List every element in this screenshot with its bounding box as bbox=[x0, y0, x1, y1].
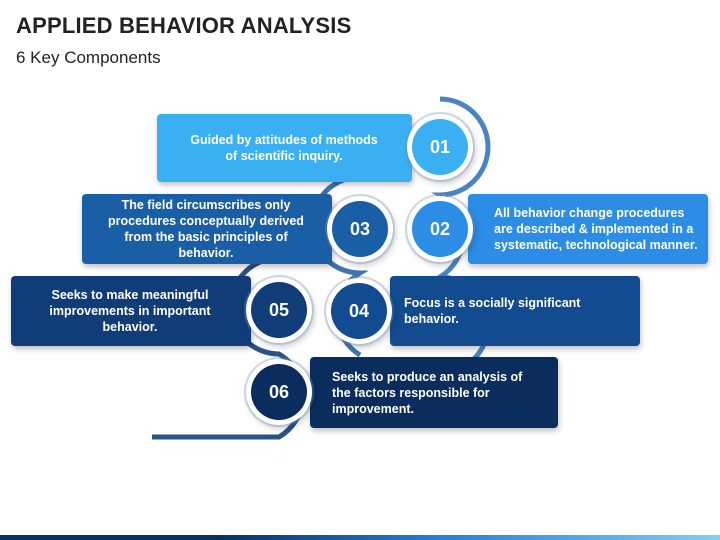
component-number-03: 03 bbox=[332, 201, 388, 257]
component-card-02: All behavior change procedures are descr… bbox=[468, 194, 708, 264]
page-title: APPLIED BEHAVIOR ANALYSIS bbox=[16, 13, 352, 38]
component-text-03: The field circumscribes only procedures … bbox=[108, 198, 304, 260]
component-number-02: 02 bbox=[412, 201, 468, 257]
component-number-04: 04 bbox=[331, 283, 387, 339]
component-card-04: Focus is a socially significant behavior… bbox=[390, 276, 640, 346]
component-card-05: Seeks to make meaningful improvements in… bbox=[11, 276, 251, 346]
component-card-03: The field circumscribes only procedures … bbox=[82, 194, 332, 264]
component-number-06: 06 bbox=[251, 364, 307, 420]
component-text-05: Seeks to make meaningful improvements in… bbox=[49, 288, 211, 334]
component-text-02: All behavior change procedures are descr… bbox=[494, 206, 698, 252]
component-text-04: Focus is a socially significant behavior… bbox=[404, 296, 581, 326]
component-number-05: 05 bbox=[251, 282, 307, 338]
component-text-01: Guided by attitudes of methods of scient… bbox=[190, 133, 378, 163]
component-card-06: Seeks to produce an analysis of the fact… bbox=[310, 357, 558, 428]
component-number-01: 01 bbox=[412, 119, 468, 175]
footer-accent-bar bbox=[0, 535, 720, 540]
component-text-06: Seeks to produce an analysis of the fact… bbox=[332, 369, 523, 416]
page-subtitle: 6 Key Components bbox=[16, 48, 161, 67]
component-card-01: Guided by attitudes of methods of scient… bbox=[157, 114, 412, 182]
